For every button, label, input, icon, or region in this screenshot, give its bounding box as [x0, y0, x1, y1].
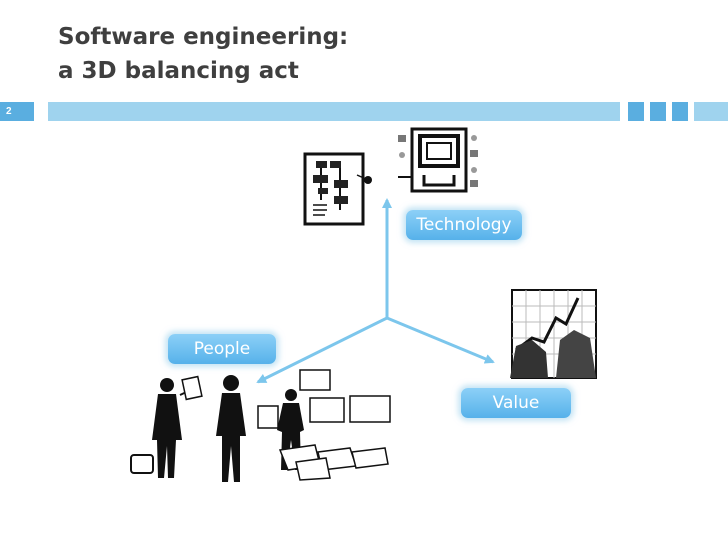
rule-square-2 [650, 102, 666, 121]
team-people-icon [130, 369, 391, 482]
axis-arrows [256, 198, 495, 384]
header-rule [48, 102, 620, 121]
rule-square-3 [672, 102, 688, 121]
flowchart-icon [303, 152, 372, 226]
header-rule-end [694, 102, 728, 121]
circuit-board-icon [398, 127, 478, 193]
rule-square-1 [628, 102, 644, 121]
people-label: People [168, 334, 276, 364]
slide-number: 2 [0, 102, 34, 121]
value-label: Value [461, 388, 571, 418]
slide-title: Software engineering: a 3D balancing act [58, 20, 348, 88]
title-line-1: Software engineering: [58, 24, 349, 50]
value-arrow [386, 316, 495, 364]
rising-chart-hands-icon [510, 289, 597, 379]
title-line-2: a 3D balancing act [58, 58, 299, 84]
people-arrow [256, 316, 388, 384]
technology-label: Technology [406, 210, 522, 240]
